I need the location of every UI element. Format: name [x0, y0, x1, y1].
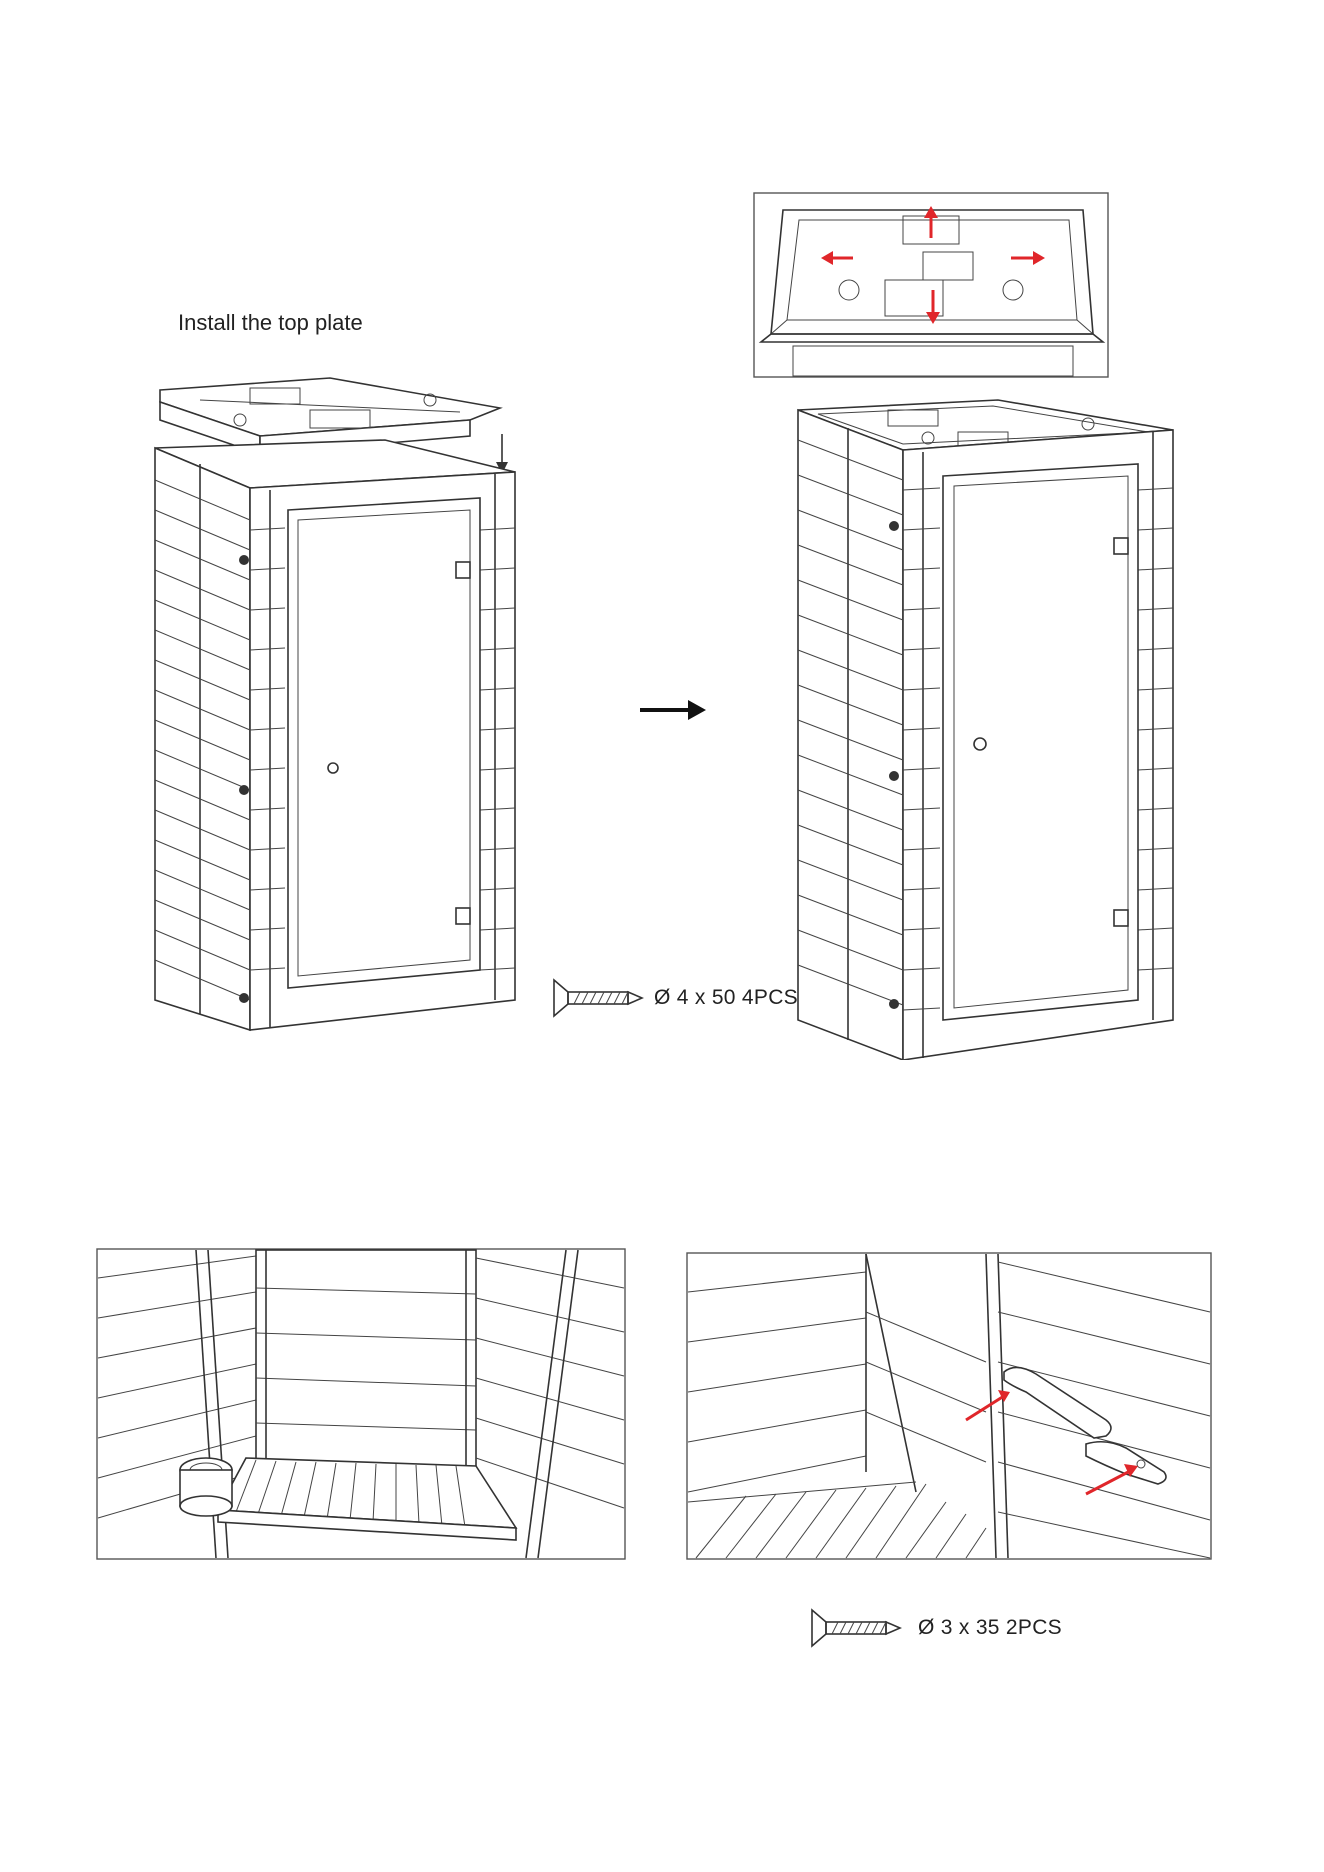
arrow-right-icon [638, 698, 708, 722]
screw-3x35-label: Ø 3 x 35 2PCS [918, 1616, 1062, 1640]
cabin-body-drawing [155, 440, 515, 1030]
screw-3x35-icon [810, 1608, 902, 1648]
top-plate-detail-inset [753, 192, 1109, 378]
screw-4x50-label: Ø 4 x 50 4PCS [654, 986, 798, 1010]
cabin-after-illustration [788, 380, 1180, 1060]
interior-bench-illustration [96, 1248, 626, 1560]
backrest-detail-illustration [686, 1252, 1212, 1560]
install-top-plate-caption: Install the top plate [178, 310, 363, 336]
screw-4x50-icon [552, 978, 644, 1018]
cabin-before-illustration [140, 360, 530, 1040]
